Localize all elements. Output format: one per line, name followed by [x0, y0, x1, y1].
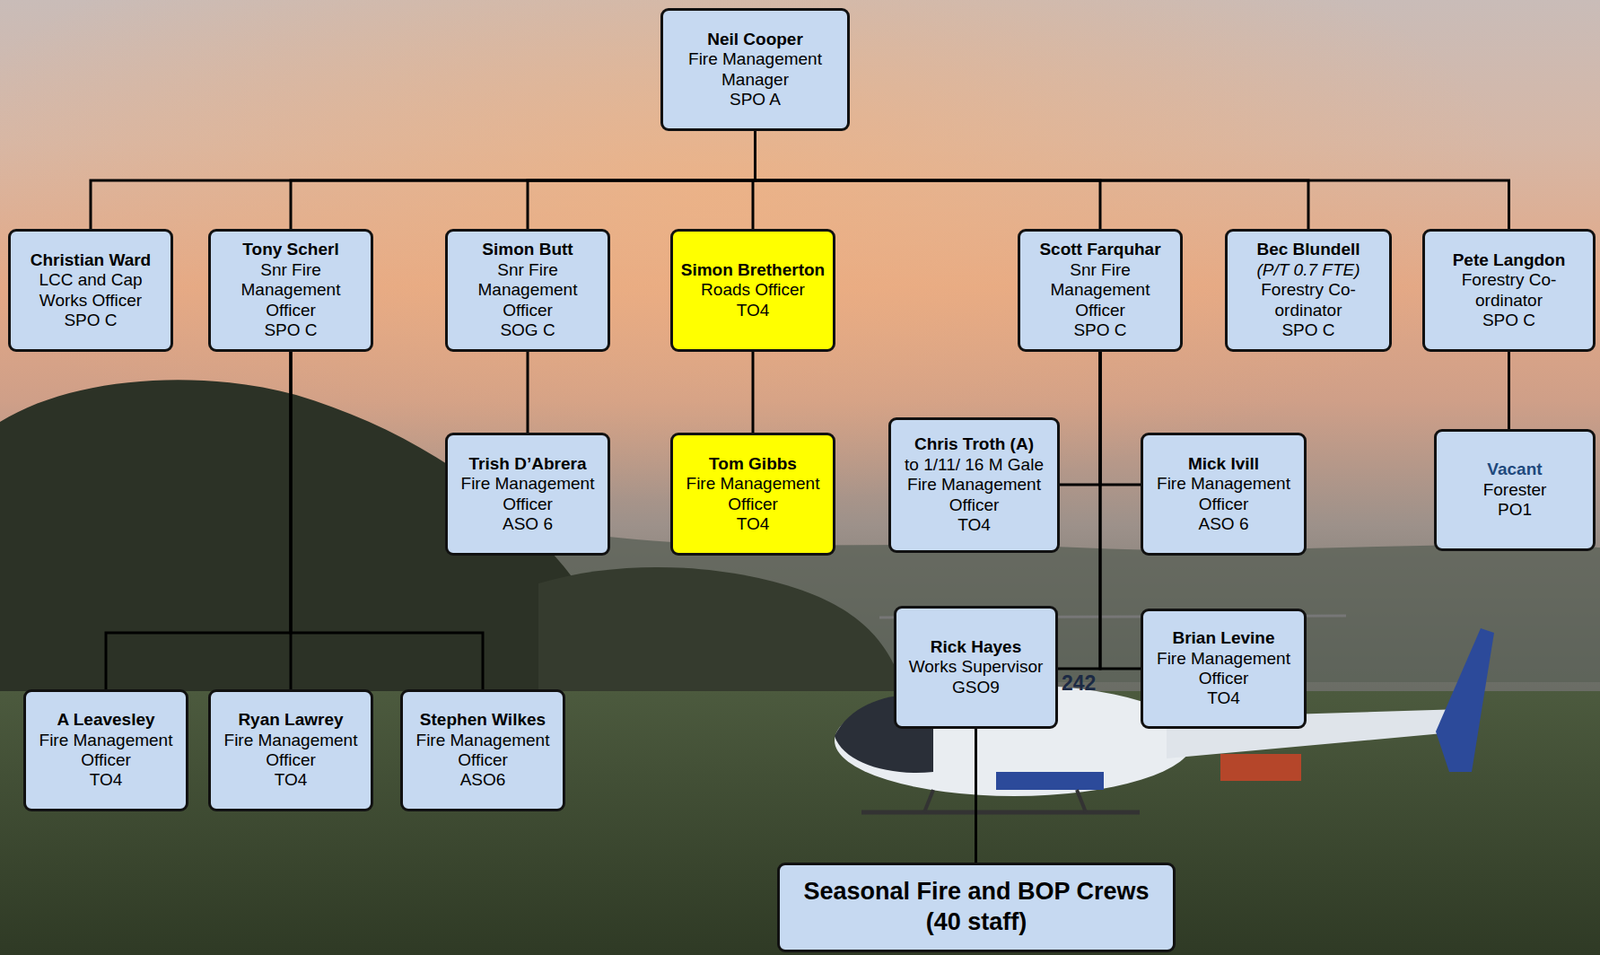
role-text: TO4	[274, 769, 308, 790]
role-text: SPO C	[63, 310, 117, 331]
role-text: ASO 6	[1198, 514, 1250, 534]
role-text: Fire Management Officer	[1149, 473, 1298, 515]
org-box: Stephen WilkesFire Management OfficerASO…	[400, 689, 566, 812]
org-box: VacantForesterPO1	[1433, 428, 1596, 551]
role-text: LCC and Cap Works Officer	[17, 270, 165, 311]
role-text: Forestry Co-ordinator	[1233, 279, 1383, 321]
person-name: Tom Gibbs	[708, 454, 797, 474]
org-box: Seasonal Fire and BOP Crews(40 staff)	[777, 862, 1176, 953]
org-box: Bec Blundell(P/T 0.7 FTE)Forestry Co-ord…	[1224, 228, 1392, 352]
role-text: TO4	[736, 514, 770, 534]
org-box: Tom GibbsFire Management OfficerTO4	[670, 432, 836, 556]
org-box: A LeavesleyFire Management OfficerTO4	[23, 689, 189, 812]
role-text: Snr Fire Management Officer	[217, 260, 365, 321]
person-name: Seasonal Fire and BOP Crews	[803, 876, 1149, 908]
role-text: TO4	[89, 769, 123, 790]
role-text: Forestry Co-ordinator	[1431, 270, 1587, 311]
person-name: Chris Troth (A)	[914, 434, 1034, 455]
connector-line	[1507, 351, 1511, 429]
person-name: Stephen Wilkes	[419, 709, 546, 730]
person-name: Scott Farquhar	[1039, 239, 1161, 260]
person-name: Brian Levine	[1171, 628, 1275, 648]
connector-line	[1100, 351, 1141, 485]
role-text: TO4	[957, 515, 991, 535]
role-text: SPO C	[1073, 320, 1127, 341]
role-text: ASO6	[460, 769, 507, 790]
aircraft-number: 242	[1061, 671, 1096, 696]
org-box: Simon BrethertonRoads OfficerTO4	[670, 228, 836, 352]
role-text: to 1/11/ 16 M Gale	[904, 454, 1044, 475]
org-box: Pete LangdonForestry Co-ordinatorSPO C	[1422, 228, 1596, 352]
connector-line	[755, 131, 1510, 229]
org-box: Christian WardLCC and Cap Works OfficerS…	[8, 228, 174, 352]
role-text: Fire Management Officer	[217, 730, 365, 771]
role-text: SPO C	[1482, 310, 1536, 331]
connector-line	[1059, 351, 1101, 485]
person-name: Bec Blundell	[1256, 239, 1360, 260]
connector-line	[527, 131, 756, 229]
role-text: SOG C	[499, 320, 555, 341]
person-name: Mick Ivill	[1188, 454, 1260, 474]
role-text: SPO A	[729, 89, 781, 110]
role-text: GSO9	[952, 677, 1000, 698]
role-text: Works Supervisor	[909, 656, 1044, 677]
role-text: Roads Officer	[700, 279, 805, 300]
person-name: Vacant	[1486, 459, 1542, 480]
person-name: Trish D’Abrera	[469, 454, 587, 474]
person-name: Tony Scherl	[242, 239, 339, 260]
org-box: Rick HayesWorks SupervisorGSO9	[893, 605, 1058, 729]
role-text: SPO C	[1281, 320, 1335, 341]
role-text: Forester	[1483, 480, 1548, 500]
role-text: (P/T 0.7 FTE)	[1256, 260, 1360, 280]
org-box: Scott FarquharSnr Fire Management Office…	[1017, 228, 1183, 352]
person-name: Pete Langdon	[1452, 250, 1566, 271]
role-text: Fire Management Officer	[1149, 648, 1298, 690]
connector-line	[751, 351, 755, 433]
role-text: TO4	[736, 300, 770, 321]
person-name: Neil Cooper	[707, 29, 804, 50]
role-text: Fire Management Officer	[897, 474, 1051, 516]
person-name: Simon Butt	[481, 239, 573, 260]
connector-line	[90, 131, 756, 229]
person-name: A Leavesley	[56, 709, 155, 730]
role-text: PO1	[1497, 499, 1532, 520]
person-name: Simon Bretherton	[681, 260, 825, 280]
role-text: Fire Management Officer	[454, 473, 602, 515]
connector-line	[290, 131, 756, 229]
connector-line	[526, 351, 530, 433]
person-name: Rick Hayes	[930, 637, 1022, 657]
role-text: SPO C	[263, 320, 317, 341]
role-text: (40 staff)	[926, 907, 1028, 938]
connector-line	[1057, 351, 1101, 669]
role-text: TO4	[1206, 688, 1241, 709]
connector-line	[105, 351, 291, 690]
org-box: Trish D’AbreraFire Management OfficerASO…	[445, 432, 611, 556]
org-box: Tony ScherlSnr Fire Management OfficerSP…	[208, 228, 374, 352]
org-box: Simon ButtSnr Fire Management OfficerSOG…	[445, 228, 611, 352]
org-box: Chris Troth (A)to 1/11/ 16 M GaleFire Ma…	[888, 417, 1060, 553]
connector-line	[974, 728, 978, 863]
role-text: Snr Fire Management Officer	[454, 260, 602, 321]
person-name: Ryan Lawrey	[237, 709, 343, 730]
org-box: Ryan LawreyFire Management OfficerTO4	[208, 689, 374, 812]
role-text: ASO 6	[502, 514, 553, 534]
role-text: Fire Management Officer	[679, 473, 827, 515]
org-box: Mick IvillFire Management OfficerASO 6	[1140, 432, 1307, 556]
role-text: Fire Management Officer	[409, 730, 557, 771]
role-text: Fire Management Manager	[669, 49, 841, 90]
person-name: Christian Ward	[30, 250, 151, 271]
role-text: Fire Management Officer	[32, 730, 180, 771]
role-text: Snr Fire Management Officer	[1026, 260, 1174, 321]
org-box: Brian LevineFire Management OfficerTO4	[1140, 608, 1307, 729]
org-box: Neil CooperFire Management ManagerSPO A	[660, 8, 850, 132]
connector-line	[1100, 351, 1141, 669]
